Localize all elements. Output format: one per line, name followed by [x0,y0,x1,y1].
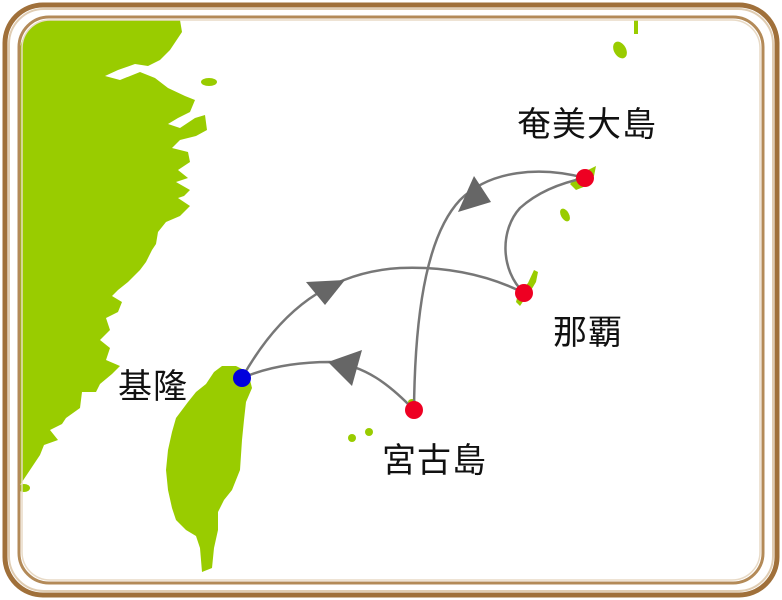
island [634,20,638,34]
mainland-china [20,20,207,485]
arrow-head-icon [306,280,345,305]
frame-inner-border-shade [21,19,761,581]
port-marker-amami[interactable] [576,169,594,187]
island [365,428,373,436]
port-marker-keelung[interactable] [233,369,251,387]
route-naha-amami [504,176,587,295]
port-marker-naha[interactable] [515,284,533,302]
label-keelung: 基隆 [118,367,188,407]
arrowheads [306,176,491,386]
route-keelung-naha [240,266,526,380]
arrow-head-icon [458,176,491,212]
island [20,484,30,492]
frame-inner-border [17,15,765,585]
island [348,434,356,442]
island [613,41,627,59]
label-miyakojima: 宮古島 [382,441,487,481]
island [201,78,217,86]
label-naha: 那覇 [553,313,623,353]
route-amami-miyako [412,170,587,412]
taiwan-island [166,366,252,572]
arrow-head-icon [328,350,362,386]
label-amami: 奄美大島 [517,105,657,145]
island [560,208,570,222]
frame-outer-border-shade [8,8,774,592]
port-marker-miyakojima[interactable] [405,401,423,419]
